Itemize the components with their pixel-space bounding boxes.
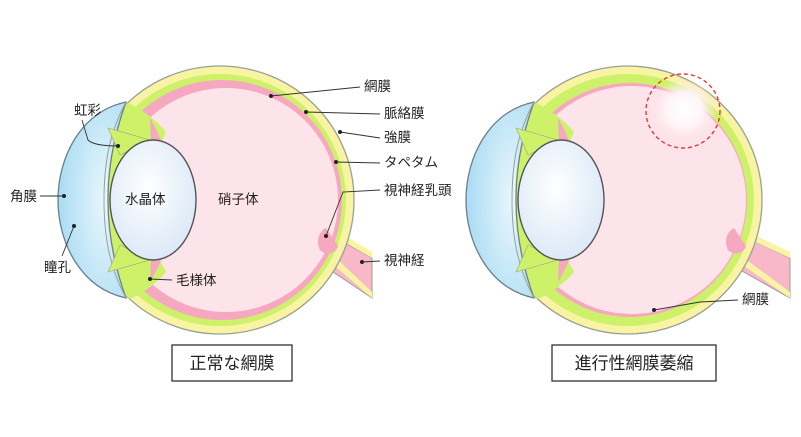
lens-atrophy <box>517 139 605 261</box>
label-retina: 網膜 <box>364 79 391 95</box>
atrophy-eye <box>465 65 791 335</box>
lens <box>109 139 197 261</box>
label-optic-nerve: 視神経 <box>384 253 425 269</box>
optic-disc <box>318 228 338 254</box>
label-vitreous: 硝子体 <box>218 192 259 208</box>
label-lens: 水晶体 <box>125 192 166 208</box>
label-cornea: 角膜 <box>10 189 37 205</box>
label-choroid: 脈絡膜 <box>384 106 425 122</box>
label-pupil: 瞳孔 <box>44 259 71 276</box>
label-ciliary-body: 毛様体 <box>176 273 217 289</box>
label-iris: 虹彩 <box>74 103 101 119</box>
atrophy-marker-ring <box>645 73 721 149</box>
caption-normal: 正常な網膜 <box>190 354 275 374</box>
atrophy-spot <box>650 78 718 142</box>
normal-caption: 正常な網膜 <box>171 344 293 382</box>
label-tapetum: タペタム <box>384 155 438 171</box>
normal-eye <box>57 65 373 335</box>
normal-eye-labels: 網膜 脈絡膜 強膜 タペタム 視神経乳頭 視神経 虹彩 角膜 瞳孔 水晶体 硝子… <box>10 79 452 289</box>
label-sclera: 強膜 <box>384 130 411 146</box>
label-optic-disc: 視神経乳頭 <box>384 183 452 199</box>
atrophy-eye-labels: 網膜 <box>652 292 769 312</box>
atrophy-caption: 進行性網膜萎縮 <box>551 344 717 382</box>
caption-atrophy: 進行性網膜萎縮 <box>575 354 694 374</box>
label-retina-atrophy: 網膜 <box>742 292 769 308</box>
